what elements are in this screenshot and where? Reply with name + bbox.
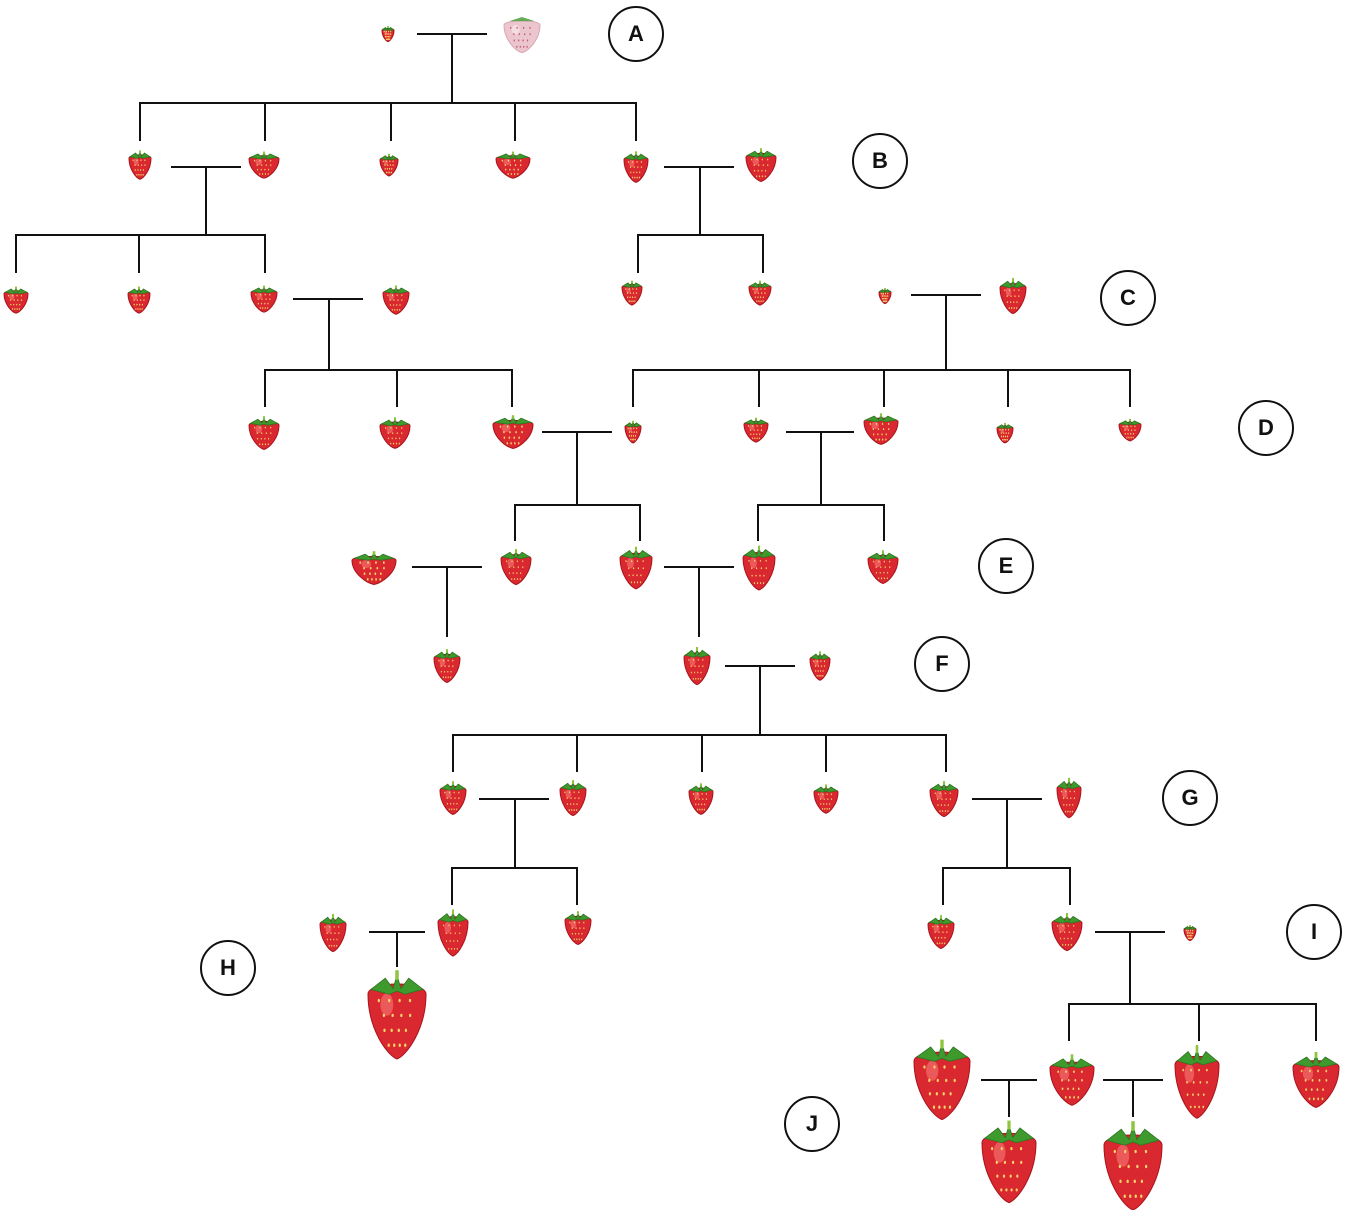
- strawberry-icon: [379, 153, 399, 177]
- strawberry-icon: [367, 970, 427, 1060]
- strawberry-icon: [500, 549, 532, 586]
- strawberry-icon: [809, 651, 831, 681]
- strawberry-icon: [495, 151, 531, 179]
- strawberry-icon: [1103, 1121, 1163, 1210]
- strawberry-icon: [127, 286, 151, 314]
- strawberry-icon: [248, 416, 280, 451]
- strawberry-icon: [433, 649, 461, 684]
- strawberry-icon: [619, 546, 653, 590]
- strawberry-icon: [248, 151, 280, 179]
- strawberry-plants: [3, 17, 1340, 1210]
- strawberry-icon: [996, 422, 1014, 444]
- strawberry-icon: [688, 783, 714, 815]
- generation-label-e: E: [978, 538, 1034, 594]
- strawberry-icon: [742, 545, 776, 591]
- strawberry-icon: [3, 286, 29, 314]
- strawberry-icon: [624, 420, 642, 444]
- strawberry-icon: [564, 911, 592, 946]
- strawberry-icon: [745, 148, 777, 183]
- strawberry-icon: [748, 280, 772, 306]
- strawberry-icon: [1118, 418, 1142, 442]
- strawberry-icon: [913, 1039, 971, 1121]
- strawberry-icon: [439, 781, 467, 816]
- strawberry-icon: [1174, 1045, 1220, 1119]
- strawberry-icon: [1056, 777, 1082, 819]
- generation-label-i: I: [1286, 904, 1342, 960]
- strawberry-icon: [492, 415, 534, 450]
- strawberry-icon: [381, 25, 395, 43]
- strawberry-icon: [999, 278, 1027, 315]
- strawberry-icon: [382, 285, 410, 315]
- strawberry-icon: [250, 285, 278, 313]
- strawberry-icon: [351, 551, 397, 586]
- generation-label-b: B: [852, 133, 908, 189]
- strawberry-icon: [683, 646, 711, 686]
- generation-label-h: H: [200, 940, 256, 996]
- generation-label-g: G: [1162, 770, 1218, 826]
- pedigree-lines: [15, 33, 1317, 1117]
- white-strawberry-icon: [503, 17, 541, 54]
- strawberry-icon: [927, 915, 955, 950]
- strawberry-icon: [623, 151, 649, 183]
- generation-label-j: J: [784, 1096, 840, 1152]
- strawberry-icon: [743, 417, 769, 443]
- generation-label-a: A: [608, 6, 664, 62]
- strawberry-icon: [1183, 924, 1197, 942]
- strawberry-icon: [1049, 1054, 1095, 1106]
- strawberry-icon: [437, 909, 469, 957]
- strawberry-icon: [981, 1120, 1037, 1204]
- strawberry-icon: [863, 413, 899, 445]
- strawberry-icon: [379, 417, 411, 449]
- strawberry-icon: [867, 550, 899, 585]
- strawberry-icon: [319, 913, 347, 953]
- generation-label-d: D: [1238, 400, 1294, 456]
- strawberry-icon: [559, 780, 587, 817]
- generation-label-f: F: [914, 636, 970, 692]
- strawberry-icon: [1051, 912, 1083, 952]
- strawberry-icon: [813, 784, 839, 814]
- strawberry-icon: [128, 150, 152, 180]
- strawberry-icon: [621, 280, 643, 306]
- strawberry-icon: [1292, 1052, 1340, 1109]
- strawberry-icon: [929, 781, 959, 818]
- strawberry-icon: [878, 287, 892, 305]
- generation-label-c: C: [1100, 270, 1156, 326]
